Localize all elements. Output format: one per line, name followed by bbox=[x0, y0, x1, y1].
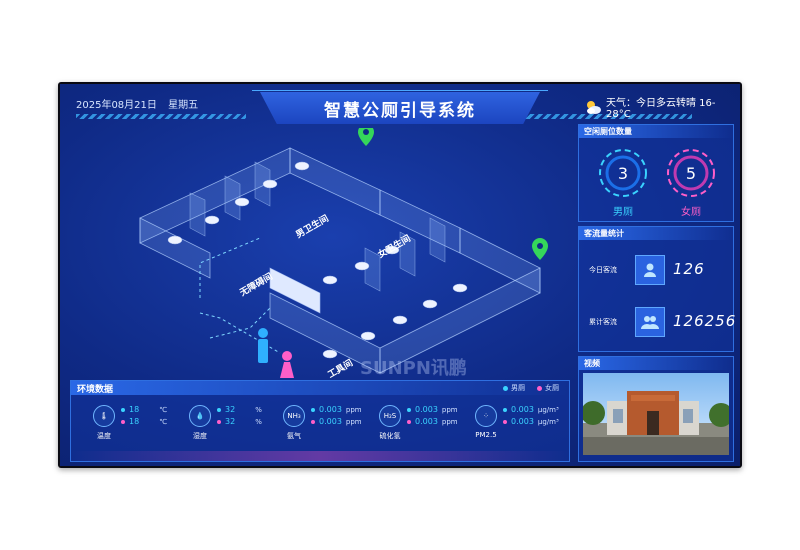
dashboard: 2025年08月21日 星期五 智慧公厕引导系统 天气：今日多云转晴 16-28… bbox=[60, 84, 740, 466]
traffic-today-label: 今日客流 bbox=[589, 266, 617, 274]
building-photo bbox=[583, 373, 729, 455]
location-pin-icon bbox=[358, 128, 374, 146]
legend-male: 男厕 bbox=[503, 383, 525, 393]
weather-text: 天气：今日多云转晴 16-28°C bbox=[605, 98, 716, 120]
weather: 天气：今日多云转晴 16-28°C bbox=[584, 94, 740, 120]
room-label-male: 男卫生间 bbox=[294, 212, 331, 240]
video-title: 视频 bbox=[579, 357, 733, 370]
people-group-icon bbox=[635, 307, 665, 337]
video-feed[interactable] bbox=[583, 373, 729, 455]
watermark: SUNPN讯鹏 bbox=[360, 357, 467, 378]
map-guide-path bbox=[199, 237, 261, 298]
metric-female-row: 18℃ bbox=[121, 417, 167, 426]
title-banner: 智慧公厕引导系统 bbox=[260, 92, 540, 124]
map-guide-path bbox=[209, 307, 271, 339]
datetime: 2025年08月21日 星期五 bbox=[76, 96, 206, 111]
vacancy-male: 3 男厕 bbox=[597, 147, 649, 218]
location-pin-icon bbox=[532, 238, 548, 260]
vacancy-panel: 空闲厕位数量 3 男厕 5 女厕 bbox=[578, 124, 734, 222]
thermometer-icon: 🌡 bbox=[93, 405, 115, 427]
traffic-today-value: 126 bbox=[673, 260, 705, 278]
map-partition-2 bbox=[224, 175, 241, 221]
environment-title: 环境数据 bbox=[77, 384, 114, 395]
map-toilet bbox=[204, 215, 220, 225]
metric-male-row: 32% bbox=[217, 405, 262, 414]
map-wall-top bbox=[289, 147, 381, 216]
map-toilet bbox=[294, 161, 310, 171]
map-toilet bbox=[422, 299, 438, 309]
metric-label: 硫化氢 bbox=[379, 432, 401, 440]
map-partition-6 bbox=[429, 217, 446, 263]
humidity-icon: 💧 bbox=[189, 405, 211, 427]
traffic-title: 客流量统计 bbox=[579, 227, 733, 240]
floor-map: 无障碍间 男卫生间 女卫生间 工具间 SUNPN讯鹏 bbox=[139, 128, 548, 378]
vacancy-female: 5 女厕 bbox=[665, 147, 717, 218]
metric-female-row: 32% bbox=[217, 417, 262, 426]
map-toilet bbox=[262, 179, 278, 189]
map-partition-1 bbox=[189, 192, 206, 237]
room-label-tool: 工具间 bbox=[326, 357, 355, 378]
map-toilet bbox=[322, 275, 338, 285]
metric-label: 氨气 bbox=[287, 432, 301, 440]
room-label-accessible: 无障碍间 bbox=[237, 270, 275, 299]
map-toilet bbox=[384, 245, 400, 255]
traffic-today: 今日客流 126 bbox=[589, 255, 729, 285]
metric-label: 湿度 bbox=[193, 432, 207, 440]
map-partition-5 bbox=[399, 231, 416, 277]
map-toilet bbox=[354, 261, 370, 271]
date: 2025年08月21日 bbox=[76, 100, 157, 111]
decor-stripes-left bbox=[76, 114, 246, 119]
vacancy-female-label: 女厕 bbox=[681, 207, 701, 218]
vacancy-male-label: 男厕 bbox=[613, 207, 633, 218]
environment-legend: 男厕 女厕 bbox=[503, 383, 559, 393]
traffic-panel: 客流量统计 今日客流 126 累计客流 126256 bbox=[578, 226, 735, 352]
pm25-icon: ⁘ bbox=[475, 405, 497, 427]
traffic-total: 累计客流 126256 bbox=[589, 307, 735, 337]
vacancy-title: 空闲厕位数量 bbox=[579, 125, 733, 138]
female-person-icon bbox=[280, 351, 294, 378]
traffic-total-label: 累计客流 bbox=[589, 318, 617, 326]
map-wall-inner-b bbox=[269, 292, 381, 374]
page-title: 智慧公厕引导系统 bbox=[324, 100, 476, 121]
cloud-sun-icon bbox=[586, 101, 601, 114]
map-wall-inner-a bbox=[139, 217, 211, 279]
weekday: 星期五 bbox=[168, 100, 199, 111]
map-toilet bbox=[167, 235, 183, 245]
vacancy-male-count: 3 bbox=[617, 163, 629, 183]
display-screen: 2025年08月21日 星期五 智慧公厕引导系统 天气：今日多云转晴 16-28… bbox=[58, 82, 742, 468]
male-person-icon bbox=[258, 328, 268, 363]
map-sink-counter bbox=[269, 267, 321, 314]
environment-panel: 环境数据 男厕 女厕 🌡 温度 18℃ 18℃ 💧 湿度 32% 32% NH₃… bbox=[70, 380, 570, 462]
person-icon bbox=[635, 255, 665, 285]
legend-female: 女厕 bbox=[537, 383, 559, 393]
environment-header: 环境数据 bbox=[71, 381, 569, 395]
hydrogen-sulfide-icon: H₂S bbox=[379, 405, 401, 427]
top-bar: 2025年08月21日 星期五 智慧公厕引导系统 天气：今日多云转晴 16-28… bbox=[60, 84, 740, 124]
metric-label: PM2.5 bbox=[475, 431, 497, 439]
video-panel: 视频 bbox=[578, 356, 734, 462]
vacancy-female-count: 5 bbox=[685, 163, 697, 183]
title-outline bbox=[252, 90, 548, 127]
decor-stripes-right bbox=[522, 114, 692, 119]
map-toilet bbox=[322, 349, 338, 359]
ring-gauge-male bbox=[599, 149, 647, 197]
traffic-total-value: 126256 bbox=[673, 312, 737, 330]
map-toilet bbox=[234, 197, 250, 207]
ring-gauge-female bbox=[667, 149, 715, 197]
metric-label: 温度 bbox=[97, 432, 111, 440]
map-toilet bbox=[452, 283, 468, 293]
ammonia-icon: NH₃ bbox=[283, 405, 305, 427]
decor-glow bbox=[71, 451, 569, 461]
map-toilet bbox=[360, 331, 376, 341]
map-partition-3 bbox=[254, 161, 271, 207]
map-partition-4 bbox=[364, 247, 381, 292]
map-toilet bbox=[392, 315, 408, 325]
metric-male-row: 18℃ bbox=[121, 405, 167, 414]
